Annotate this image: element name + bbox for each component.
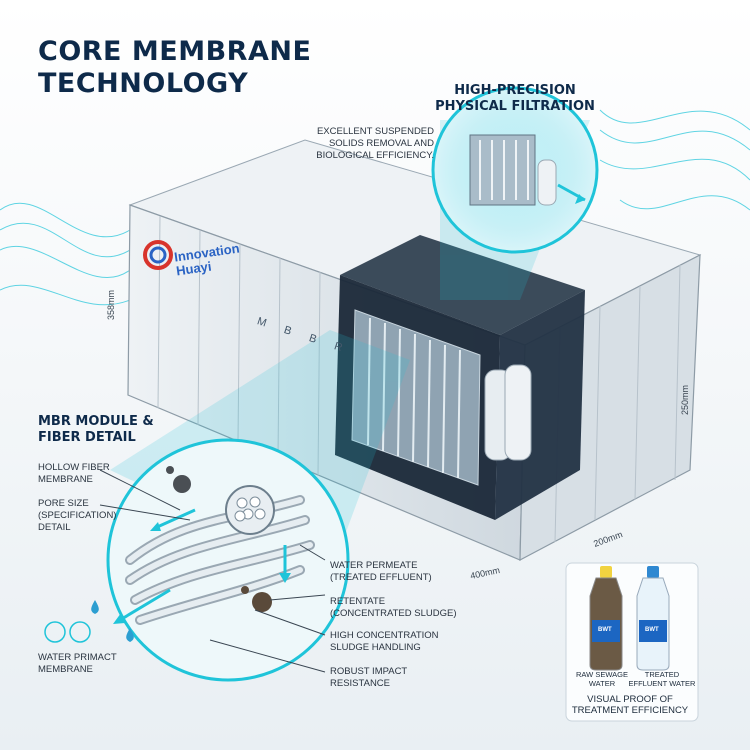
- label-water-permeate: WATER PERMEATE (TREATED EFFLUENT): [330, 560, 432, 583]
- zoom-circle-fiber: [106, 438, 350, 682]
- filtration-heading: HIGH-PRECISION PHYSICAL FILTRATION: [435, 83, 595, 114]
- proof-caption: VISUAL PROOF OF TREATMENT EFFICIENCY: [571, 694, 689, 716]
- label-retentate: RETENTATE (CONCENTRATED SLUDGE): [330, 596, 457, 619]
- proof-panel: [565, 562, 699, 722]
- callout-lines: [99, 469, 326, 673]
- page-title: CORE MEMBRANE TECHNOLOGY: [38, 36, 312, 99]
- treated-water-bottle: [636, 566, 670, 671]
- label-water-primact: WATER PRIMACT MEMBRANE: [38, 652, 117, 675]
- label-raw-sewage: RAW SEWAGE WATER: [576, 670, 628, 688]
- membrane-tank-cutaway: [335, 235, 585, 520]
- wave-lines-left: [0, 202, 131, 306]
- raw-sewage-bottle: [589, 566, 623, 671]
- molecule-icon: [44, 621, 91, 643]
- dimension-side: 250mm: [680, 384, 691, 416]
- filtration-note: EXCELLENT SUSPENDED SOLIDS REMOVAL AND B…: [316, 126, 434, 161]
- brand-logo: [143, 240, 173, 270]
- label-hollow-fiber: HOLLOW FIBER MEMBRANE: [38, 462, 110, 485]
- label-robust-impact: ROBUST IMPACT RESISTANCE: [330, 666, 408, 689]
- wave-lines-right: [599, 109, 750, 211]
- dimension-height: 358mm: [106, 289, 117, 321]
- treated-bottle-label: BWT: [645, 627, 659, 633]
- raw-bottle-label: BWT: [598, 627, 612, 633]
- zoom-circle-filtration: [431, 86, 599, 254]
- module-heading: MBR MODULE & FIBER DETAIL: [38, 414, 154, 445]
- water-drop-icon: [91, 600, 134, 642]
- label-pore-size: PORE SIZE (SPECIFICATION) DETAIL: [38, 498, 117, 533]
- label-high-concentration: HIGH CONCENTRATION SLUDGE HANDLING: [330, 630, 439, 653]
- label-treated-effluent: TREATED EFFLUENT WATER: [628, 670, 696, 688]
